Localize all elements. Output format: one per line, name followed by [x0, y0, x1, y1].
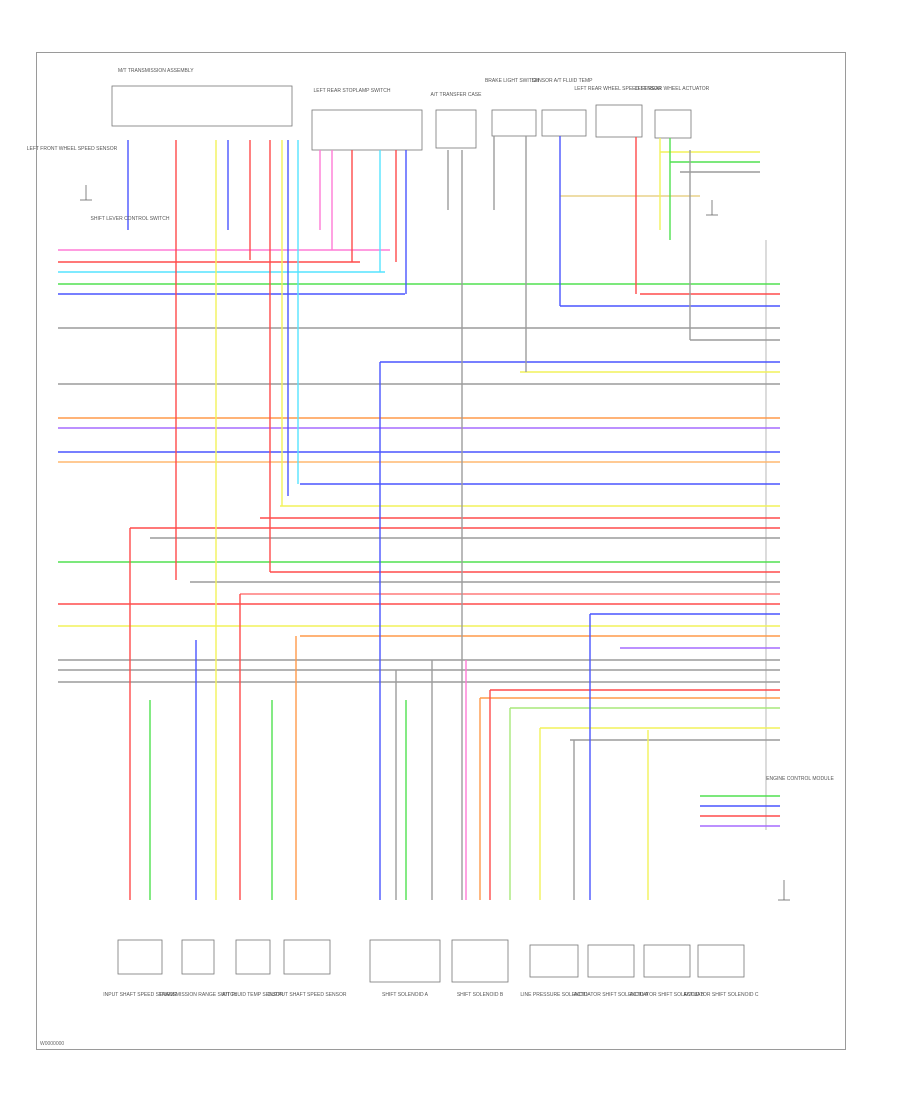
diagram-frame: [36, 52, 846, 1050]
bottom-component-label: ACTUATOR SHIFT SOLENOID B: [630, 992, 705, 998]
bottom-component-label: INPUT SHAFT SPEED SENSOR: [103, 992, 177, 998]
bottom-component-label: SHIFT SOLENOID B: [457, 992, 504, 998]
actuator-a-box: [587, 944, 635, 978]
transfer-case-box: [435, 109, 477, 149]
vertical-wires: [127, 136, 691, 900]
horizontal-wires: [58, 151, 780, 827]
top-component-label: SHIFT LEVER CONTROL SWITCH: [91, 216, 170, 222]
actuator-c-box: [697, 944, 745, 978]
figure-id: W0000000: [40, 1041, 65, 1047]
stoplamp-switch-box: [311, 109, 423, 151]
fluid-temp-sensor-box: [235, 939, 271, 975]
actuator-b-box: [643, 944, 691, 978]
actuator-box: [654, 109, 692, 139]
top-component-label: LEFT REAR WHEEL ACTUATOR: [635, 86, 710, 92]
bottom-component-label: SHIFT SOLENOID A: [382, 992, 429, 998]
range-switch-box: [181, 939, 215, 975]
ground-symbols: [80, 185, 790, 901]
top-component-label: BRAKE LIGHT SWITCH: [485, 78, 539, 84]
bottom-component-label: LINE PRESSURE SOLENOID: [520, 992, 588, 998]
bottom-component-label: OUTPUT SHAFT SPEED SENSOR: [268, 992, 347, 998]
output-shaft-sensor-box: [283, 939, 331, 975]
bottom-components: [117, 939, 745, 983]
left-rear-speed-box: [595, 104, 643, 138]
top-component-label: A/T TRANSFER CASE: [431, 92, 483, 98]
transmission-title: M/T TRANSMISSION ASSEMBLY: [118, 68, 194, 74]
bottom-component-label: ACTUATOR SHIFT SOLENOID C: [683, 992, 758, 998]
bottom-component-label: A/T FLUID TEMP SENSOR: [222, 992, 284, 998]
transmission-connector-block: [111, 85, 293, 127]
top-component-label: LEFT REAR STOPLAMP SWITCH: [314, 88, 391, 94]
top-component-label: SENSOR A/T FLUID TEMP: [532, 78, 594, 84]
brake-switch-box: [491, 109, 537, 137]
line-pressure-solenoid-box: [529, 944, 579, 978]
top-component-label: LEFT FRONT WHEEL SPEED SENSOR: [27, 146, 118, 152]
shift-solenoid-b-box: [451, 939, 509, 983]
bottom-component-label: ACTUATOR SHIFT SOLENOID A: [574, 992, 649, 998]
bottom-component-label: TRANSMISSION RANGE SWITCH: [159, 992, 238, 998]
top-component-label: LEFT REAR WHEEL SPEED SENSOR: [574, 86, 662, 92]
top-components: [111, 85, 692, 151]
fluid-temp-box: [541, 109, 587, 137]
shift-solenoid-a-box: [369, 939, 441, 983]
input-shaft-sensor-box: [117, 939, 163, 975]
ecm-label: ENGINE CONTROL MODULE: [766, 776, 834, 782]
